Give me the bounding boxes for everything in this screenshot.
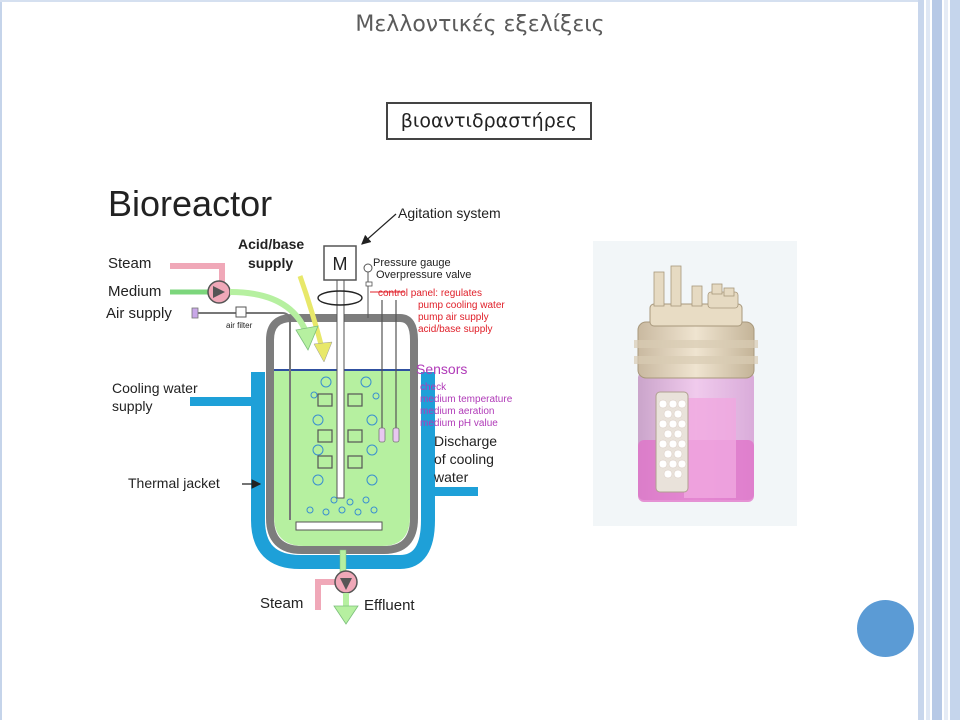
- slide-right-decoration: [918, 0, 960, 720]
- overpressure-valve-icon: [365, 281, 373, 287]
- medium-feed-arrow: [295, 325, 319, 351]
- slide-title: Μελλοντικές εξελίξεις: [355, 12, 605, 37]
- agitator-shaft: [336, 277, 345, 499]
- sensor-item-ph: medium pH value: [420, 418, 498, 429]
- air-valve: [191, 307, 199, 319]
- acid-base-label-2: supply: [248, 255, 293, 271]
- medium-feed-pipe: [229, 289, 309, 334]
- discharge-label-2: of cooling: [434, 451, 494, 467]
- control-panel-line-4: acid/base supply: [418, 324, 493, 335]
- acid-base-pipe: [297, 275, 325, 349]
- sensor-item-temperature: medium temperature: [420, 394, 513, 405]
- sensor-item-aeration: medium aeration: [420, 406, 494, 417]
- slide-left-border: [0, 0, 2, 720]
- rotation-indicator: [317, 290, 363, 306]
- medium-label: Medium: [108, 283, 161, 300]
- outlet-pipe: [339, 549, 347, 573]
- air-filter-label: air filter: [226, 321, 253, 330]
- medium-pump-arrow: [213, 286, 225, 298]
- subtitle-box: βιοαντιδραστήρες: [386, 102, 592, 140]
- control-panel-line-1: control panel: regulates: [378, 288, 482, 299]
- motor-box: [323, 245, 357, 281]
- thermal-jacket-label: Thermal jacket: [128, 475, 220, 491]
- air-filter: [235, 306, 247, 318]
- steam-top-pipe: [170, 263, 225, 282]
- steam-bottom-label: Steam: [260, 595, 303, 612]
- slide-top-border: [0, 0, 920, 2]
- sparger: [295, 521, 383, 531]
- air-pipe: [198, 312, 291, 520]
- bioreactor-vial-photo: [593, 241, 797, 526]
- pressure-gauge-label: Pressure gauge: [373, 257, 451, 269]
- motor-label: M: [333, 254, 348, 274]
- air-bubbles: [306, 376, 380, 516]
- steam-top-label: Steam: [108, 255, 151, 272]
- cooling-supply-label-2: supply: [112, 398, 152, 414]
- impellers: [317, 393, 363, 469]
- discharge-label-1: Discharge: [434, 433, 497, 449]
- cooling-inlet-pipe: [190, 397, 262, 406]
- cooling-jacket: [251, 372, 435, 569]
- pressure-gauge-icon: [363, 263, 373, 273]
- overpressure-label: Overpressure valve: [376, 269, 471, 281]
- effluent-arrow: [333, 605, 359, 625]
- diagram-heading: Bioreactor: [108, 183, 272, 224]
- agitation-label: Agitation system: [398, 205, 501, 221]
- control-panel-line-2: pump cooling water: [418, 300, 505, 311]
- cooling-outlet-pipe: [424, 487, 478, 496]
- control-panel-line-3: pump air supply: [418, 312, 489, 323]
- air-supply-label: Air supply: [106, 305, 172, 322]
- sensor-item-check: check: [420, 382, 447, 393]
- discharge-label-3: water: [433, 469, 469, 485]
- acid-base-arrow: [313, 341, 333, 363]
- cooling-supply-label-1: Cooling water: [112, 380, 198, 396]
- sensors-title: Sensors: [416, 361, 467, 377]
- decorative-circle: [857, 600, 914, 657]
- acid-base-label-1: Acid/base: [238, 236, 304, 252]
- effluent-label: Effluent: [364, 597, 415, 614]
- steam-bottom-pipe: [315, 579, 336, 610]
- agitation-arrow: [361, 213, 397, 245]
